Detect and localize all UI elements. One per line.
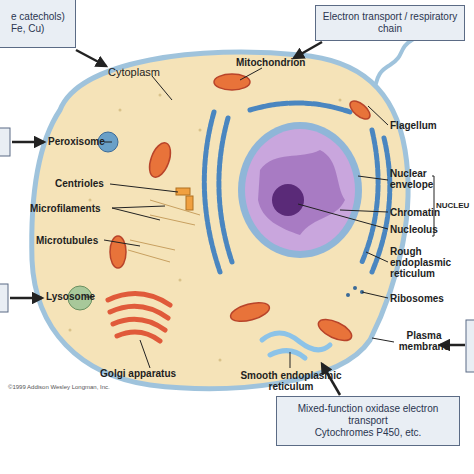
part-label: ©1999 Addison Wesley Longman, Inc. [8,384,110,391]
part-label: Smooth endoplasmic reticulum [232,370,350,392]
part-label: Rough endoplasmic reticulum [390,246,460,279]
part-label: Mitochondrion [236,57,305,68]
cytoskeleton-lines [128,200,200,262]
callout-box [0,128,10,156]
cell-body [32,52,408,388]
callout-text: e catechols) Fe, Cu) [11,11,70,35]
part-label: Chromatin [390,207,440,218]
rough-er-shape [204,103,389,272]
part-label: Nucleolus [390,224,438,235]
leader-lines [86,68,434,368]
golgi-shape [108,294,170,341]
callout-text: Mixed-function oxidase electron transpor… [282,403,454,427]
callout-box: Electron transport / respiratory chain [315,5,465,41]
nuclear-envelope-shape [238,122,362,258]
part-label: Lysosome [46,291,95,302]
smooth-er-shape [262,333,330,358]
callout-box: Mixed-function oxidase electron transpor… [276,396,460,446]
centriole-shape [186,196,193,210]
part-label: Microtubules [36,235,98,246]
callout-box: e catechols) Fe, Cu) [0,0,76,48]
callout-arrows [10,42,465,395]
nucleolus-shape [272,184,304,216]
callout-text: Electron transport / respiratory chain [321,11,459,35]
part-label: Microfilaments [30,203,101,214]
chromatin-shape [258,150,345,235]
part-label: Flagellum [390,120,437,131]
centriole-shape [176,188,190,195]
callout-box [0,284,8,312]
part-label: Golgi apparatus [100,368,176,379]
callout-box [466,320,474,372]
part-label: Cytoplasm [108,66,160,78]
mitochondria-shapes [110,74,373,345]
part-label: Plasma membrane [394,330,454,352]
part-label: NUCLEU [436,201,469,210]
part-label: Peroxisome [48,136,105,147]
part-label: Centrioles [55,178,104,189]
ribosome-dots [346,286,364,297]
callout-text: Cytochromes P450, etc. [315,427,422,439]
part-label: Ribosomes [390,293,444,304]
part-label: Nuclear envelope [390,168,436,190]
nucleus-shape [245,129,355,251]
